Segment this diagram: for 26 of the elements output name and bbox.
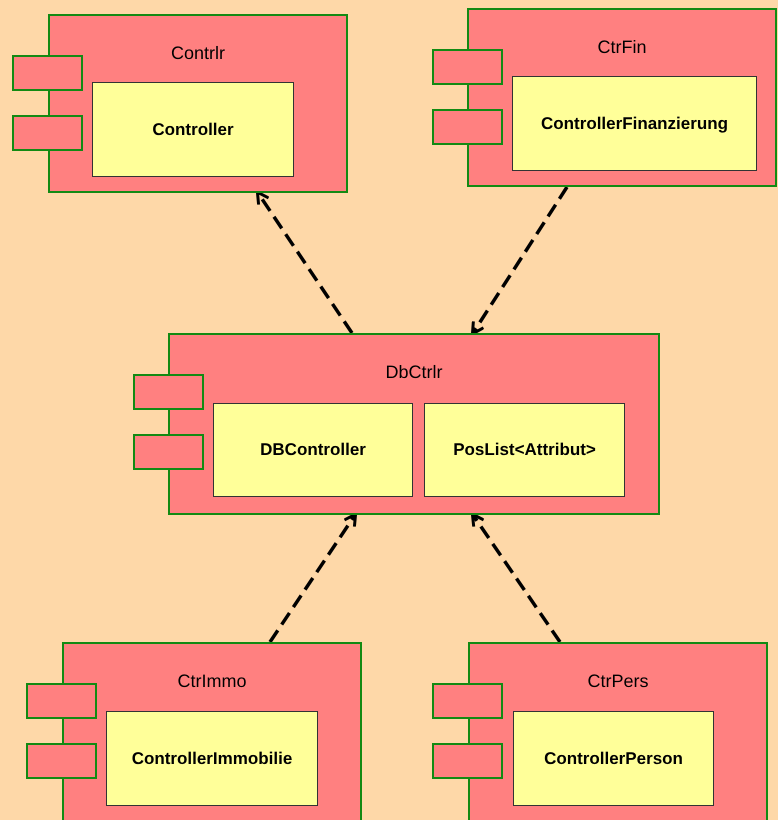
class-box [106,711,318,806]
class-name: ControllerFinanzierung [541,112,728,135]
component-name: Contrlr [170,42,226,65]
class-name: Controller [152,118,234,141]
class-name: PosList<Attribut> [453,439,596,462]
component-name: CtrFin [596,36,648,59]
class-box [513,711,714,806]
class-box [213,403,413,497]
component-box [133,333,660,515]
component-box [12,14,348,193]
component-box [432,8,777,187]
component-name: CtrImmo [176,670,248,693]
class-box [512,76,757,171]
component-name: CtrPers [586,670,650,693]
class-box [92,82,294,177]
class-name: DBController [260,439,366,462]
class-name: ControllerImmobilie [132,748,292,770]
dependency-arrow [470,512,562,643]
component-box [432,642,768,820]
component-box [26,642,362,820]
dependency-arrow [470,186,568,336]
dependency-arrow [256,190,354,334]
dependency-arrow [268,512,358,643]
component-name: DbCtrlr [384,361,444,384]
class-box [424,403,625,497]
class-name: ControllerPerson [544,748,683,770]
